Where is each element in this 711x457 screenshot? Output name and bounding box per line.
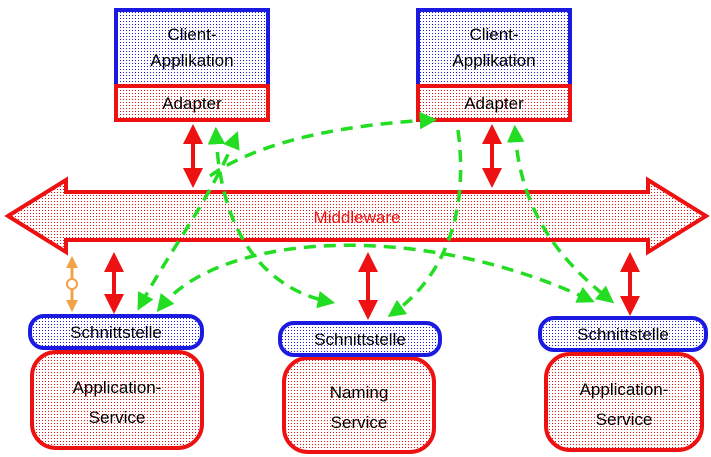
- service-3: Application- Service Schnittstelle: [538, 316, 708, 452]
- path-client2-to-service3: [506, 124, 615, 304]
- service-2-line1: Naming: [330, 383, 389, 402]
- interface-label-2: Schnittstelle: [314, 330, 406, 349]
- service-3-line1: Application-: [580, 380, 669, 399]
- interface-box-1: [28, 314, 204, 350]
- client-title-1-line2: Applikation: [150, 51, 233, 70]
- service-2-line2: Service: [331, 413, 388, 432]
- client-title-2-line1: Client-: [469, 25, 518, 44]
- service-box-3: [544, 352, 704, 452]
- client-box-2: [416, 8, 572, 88]
- service-1-line2: Service: [89, 408, 146, 427]
- call-paths: [137, 111, 615, 318]
- interface-box-3: [538, 316, 708, 352]
- service-1-line1: Application-: [73, 378, 162, 397]
- path-service1-to-service3: [156, 243, 595, 313]
- service-box-1: [30, 350, 204, 450]
- adapter-label-1: Adapter: [162, 94, 222, 113]
- client-application-1: Client- Applikation Adapter: [114, 8, 270, 122]
- interface-label-3: Schnittstelle: [577, 325, 669, 344]
- middleware-bus: Middleware: [4, 176, 710, 256]
- middleware-label: Middleware: [314, 208, 401, 227]
- path-client1-to-naming: [207, 126, 336, 309]
- adapter-box-1: [114, 84, 270, 122]
- interface-box-2: [278, 321, 442, 357]
- orange-connector: [66, 256, 78, 312]
- service-1: Application- Service Schnittstelle: [28, 314, 204, 450]
- client-application-2: Client- Applikation Adapter: [416, 8, 572, 122]
- adapter-label-2: Adapter: [464, 94, 524, 113]
- path-client1-to-client2: [208, 111, 438, 178]
- service-3-line2: Service: [596, 410, 653, 429]
- service-box-2: [282, 356, 436, 454]
- client-title-1-line1: Client-: [167, 25, 216, 44]
- client-title-2-line2: Applikation: [452, 51, 535, 70]
- client-box-1: [114, 8, 270, 88]
- interface-label-1: Schnittstelle: [70, 323, 162, 342]
- adapter-box-2: [416, 84, 572, 122]
- service-2: Naming Service Schnittstelle: [278, 321, 442, 454]
